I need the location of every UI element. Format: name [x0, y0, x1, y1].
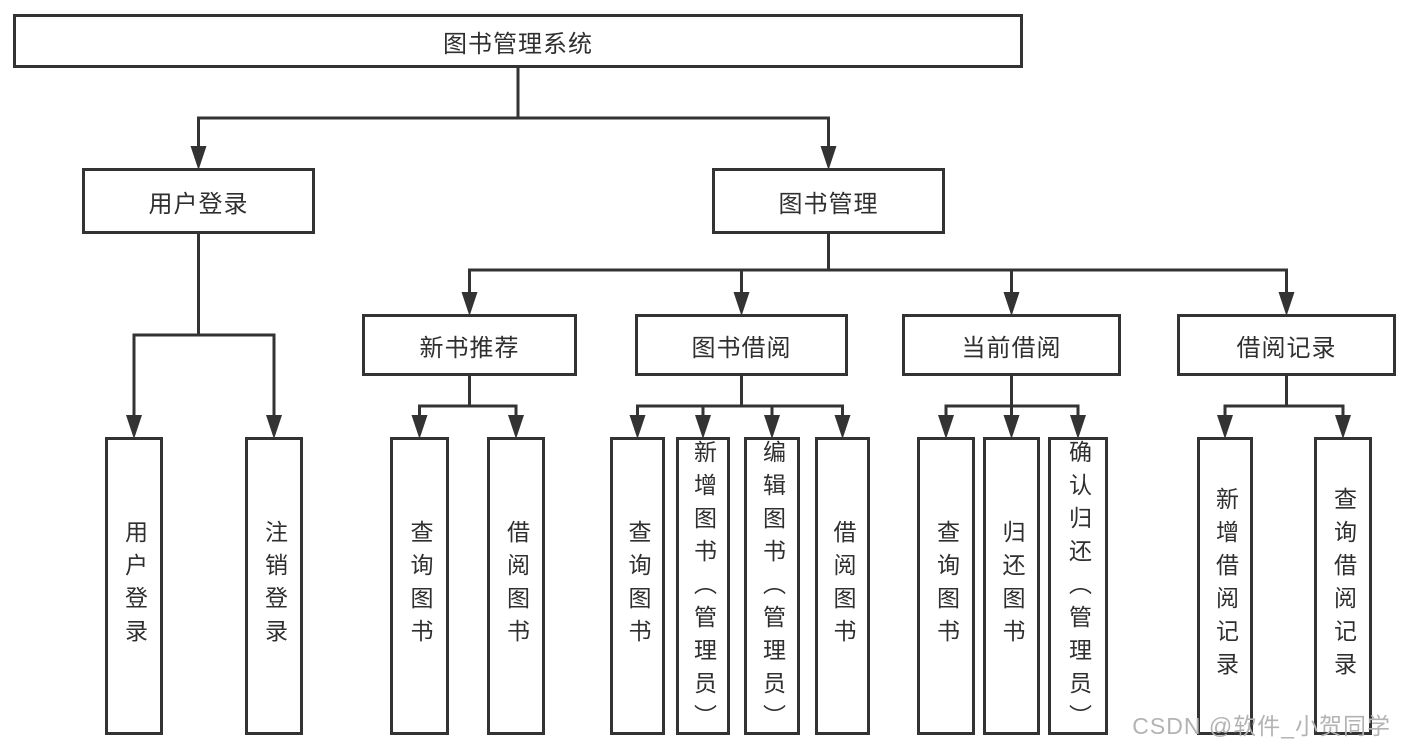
arrowhead-icon: [411, 415, 428, 439]
arrowhead-icon: [1003, 415, 1020, 439]
node-new-book-rec: 新书推荐: [362, 314, 577, 376]
node-label-bb-query: 查询图书: [625, 520, 651, 652]
node-label-leaf-user-login: 用户登录: [121, 520, 148, 652]
node-label-cb-confirm: 确认归还（管理员）: [1065, 440, 1092, 737]
node-bb-query: 查询图书: [610, 437, 665, 735]
node-label-cb-return: 归还图书: [999, 520, 1025, 652]
arrowhead-icon: [1070, 415, 1086, 439]
node-cb-query: 查询图书: [917, 437, 975, 735]
arrowhead-icon: [733, 292, 750, 316]
node-cb-confirm: 确认归还（管理员）: [1048, 437, 1108, 737]
node-label-book-mgmt: 图书管理: [778, 190, 879, 218]
arrowhead-icon: [266, 415, 282, 439]
csdn-watermark: CSDN @软件_小贺同学: [1132, 713, 1391, 739]
node-leaf-logout: 注销登录: [245, 437, 303, 735]
arrowhead-icon: [820, 146, 837, 170]
node-cb-return: 归还图书: [983, 437, 1040, 735]
node-borrow-record: 借阅记录: [1177, 314, 1396, 376]
arrowhead-icon: [834, 415, 851, 439]
node-label-br-add: 新增借阅记录: [1212, 487, 1239, 685]
arrowhead-icon: [938, 415, 954, 439]
node-label-bb-borrow: 借阅图书: [830, 520, 856, 652]
node-nb-query: 查询图书: [390, 437, 449, 735]
node-label-borrow-record: 借阅记录: [1236, 334, 1337, 362]
node-bb-borrow: 借阅图书: [815, 437, 870, 735]
node-leaf-user-login: 用户登录: [105, 437, 163, 735]
arrowhead-icon: [695, 415, 711, 439]
arrowhead-icon: [1335, 415, 1351, 439]
arrowhead-icon: [764, 415, 780, 439]
node-label-leaf-logout: 注销登录: [261, 520, 288, 652]
node-book-mgmt: 图书管理: [712, 168, 945, 234]
node-label-br-query: 查询借阅记录: [1330, 487, 1357, 685]
node-user-login: 用户登录: [82, 168, 315, 234]
arrowhead-icon: [126, 415, 142, 439]
node-label-bb-add: 新增图书（管理员）: [690, 440, 717, 737]
arrowhead-icon: [1278, 292, 1295, 316]
arrowhead-icon: [190, 146, 207, 170]
node-br-add: 新增借阅记录: [1197, 437, 1253, 735]
arrowhead-icon: [629, 415, 646, 439]
node-label-cb-query: 查询图书: [933, 520, 960, 652]
node-bb-edit: 编辑图书（管理员）: [744, 437, 800, 737]
node-label-root: 图书管理系统: [443, 30, 593, 58]
node-current-borrow: 当前借阅: [902, 314, 1121, 376]
node-label-new-book-rec: 新书推荐: [419, 334, 520, 362]
arrowhead-icon: [1003, 292, 1020, 316]
arrowhead-icon: [508, 415, 524, 439]
node-label-bb-edit: 编辑图书（管理员）: [759, 440, 786, 737]
node-bb-add: 新增图书（管理员）: [676, 437, 730, 737]
node-nb-borrow: 借阅图书: [487, 437, 545, 735]
node-label-book-borrow: 图书借阅: [691, 334, 792, 362]
node-label-current-borrow: 当前借阅: [961, 334, 1062, 362]
node-label-nb-query: 查询图书: [407, 520, 433, 652]
node-book-borrow: 图书借阅: [635, 314, 848, 376]
node-br-query: 查询借阅记录: [1314, 437, 1372, 735]
arrowhead-icon: [1217, 415, 1233, 439]
node-label-user-login: 用户登录: [148, 190, 249, 218]
node-root: 图书管理系统: [13, 14, 1023, 68]
arrowhead-icon: [461, 292, 478, 316]
node-label-nb-borrow: 借阅图书: [503, 520, 530, 652]
